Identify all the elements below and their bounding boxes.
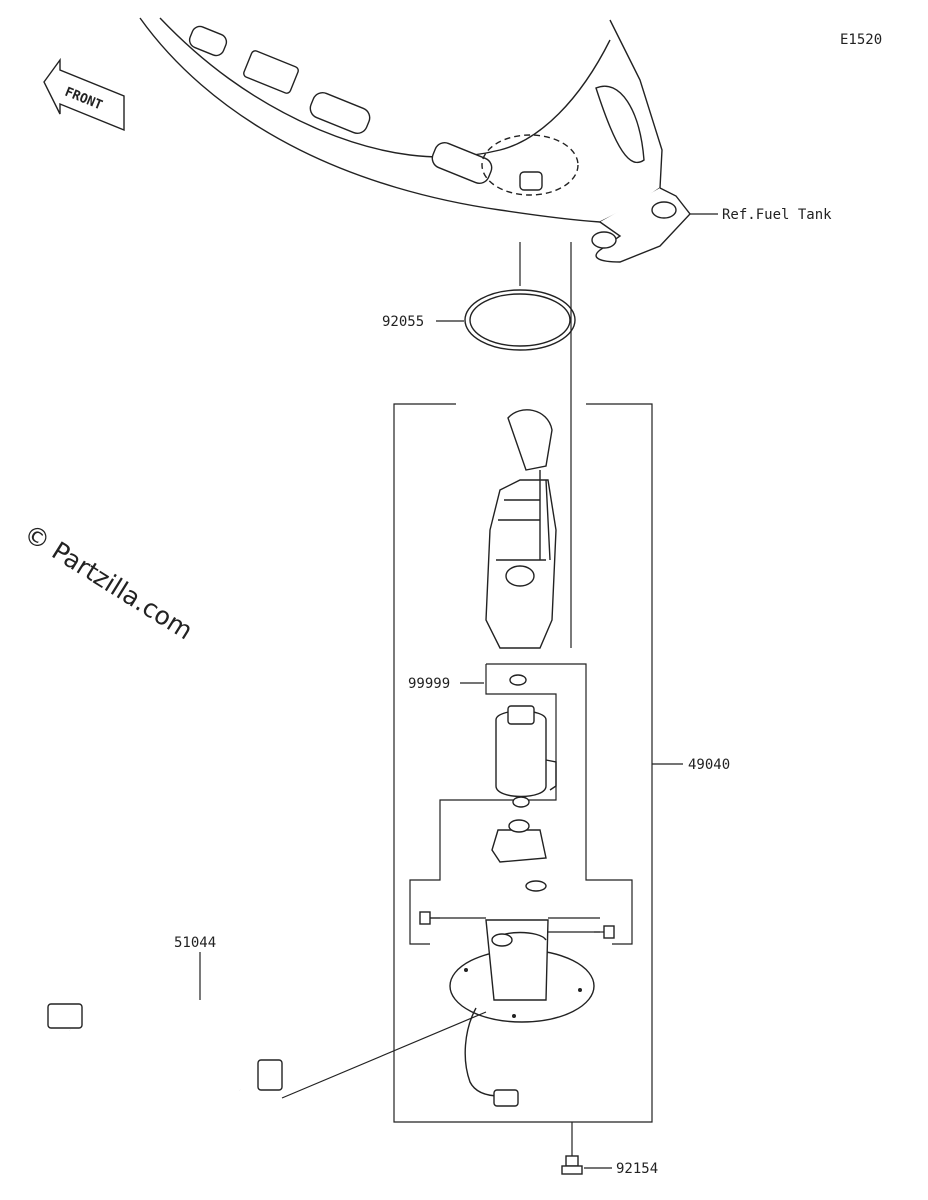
small-oring-99999 (509, 674, 527, 686)
part-number-49040: 49040 (688, 757, 730, 773)
part-number-51044: 51044 (174, 935, 216, 951)
bolt-92154 (561, 1155, 583, 1175)
part-number-92055: 92055 (382, 314, 424, 330)
wire-harness-51044 (47, 976, 283, 1094)
small-bolt-right (594, 925, 615, 939)
pump-base-flange (449, 919, 595, 1023)
small-bolt-left (419, 911, 440, 925)
fuel-tank-reference (139, 17, 718, 263)
oring-92055 (464, 289, 576, 351)
pump-connector-pigtail (464, 1007, 519, 1107)
filter-cap (491, 819, 547, 863)
washer (525, 880, 547, 892)
pump-motor (495, 705, 557, 808)
ref-fuel-tank-label: Ref.Fuel Tank (722, 207, 832, 223)
fuel-pump-module (485, 409, 557, 649)
diagram-code: E1520 (840, 32, 882, 48)
front-arrow-icon: FRONT (43, 57, 125, 132)
watermark: © Partzilla.com (19, 518, 198, 645)
assembly-bracket-49040 (393, 403, 683, 1123)
part-number-92154: 92154 (616, 1161, 658, 1177)
part-number-99999: 99999 (408, 676, 450, 692)
